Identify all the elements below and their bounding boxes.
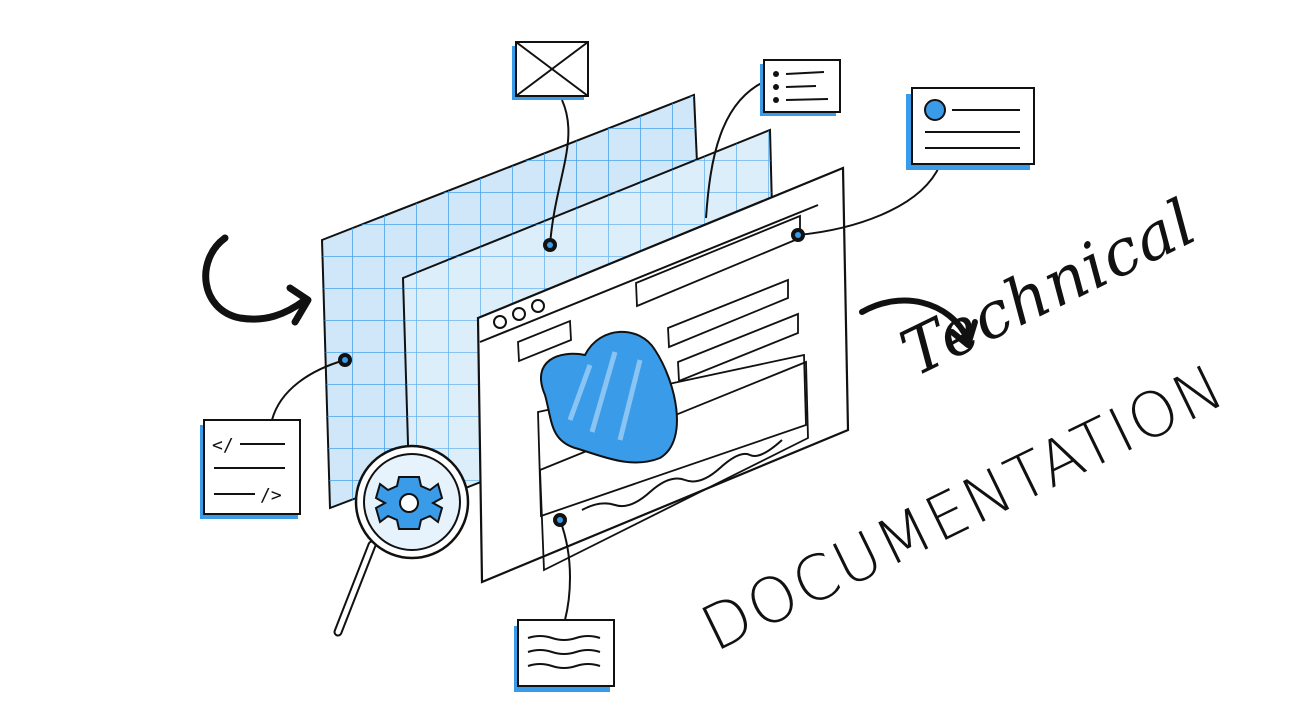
profile-card-icon <box>906 87 1035 170</box>
image-placeholder-icon <box>512 41 589 100</box>
list-card-icon <box>760 59 841 116</box>
connector-dots <box>338 228 805 527</box>
code-card-icon: </ /> <box>200 419 301 519</box>
window-control-dots <box>493 299 545 329</box>
code-open-tag: </ <box>212 435 234 456</box>
cloud-blob <box>540 330 678 464</box>
code-close-tag: /> <box>260 485 282 506</box>
curved-arrow-icon <box>202 234 312 326</box>
text-card-icon <box>514 619 615 692</box>
curved-arrow-right-icon <box>859 297 978 348</box>
connector-lines <box>271 79 941 621</box>
magnifier-gear-icon <box>333 444 470 637</box>
